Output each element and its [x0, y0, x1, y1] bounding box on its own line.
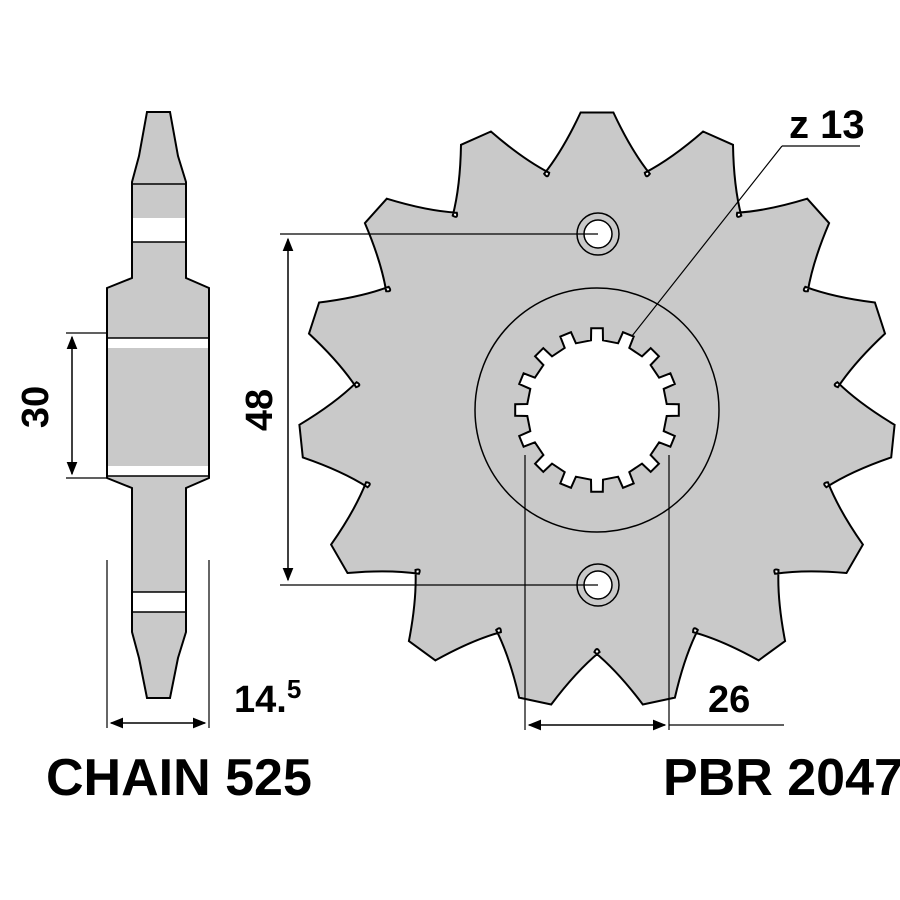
front-view	[298, 111, 896, 706]
chain-label: CHAIN 525	[46, 749, 312, 807]
bore-label: 26	[708, 679, 750, 721]
hub-circle	[474, 287, 720, 533]
profile-highlight	[108, 466, 208, 476]
hole-spacing-label: 48	[239, 389, 281, 431]
side-profile-outline	[106, 111, 210, 699]
hole-spacing-dimension: 48	[239, 233, 598, 586]
bore-dimension: 26	[524, 455, 784, 731]
width-label: 14.5	[234, 674, 301, 721]
mounting-hole-top	[576, 212, 620, 256]
profile-highlight	[108, 338, 208, 348]
teeth-count-label: z 13	[789, 103, 865, 147]
hub-height-dimension: 30	[15, 332, 106, 479]
part-number-label: PBR 2047	[663, 749, 900, 807]
hub-height-label: 30	[15, 386, 57, 428]
side-profile-view	[106, 111, 210, 699]
teeth-callout: z 13	[631, 103, 865, 337]
profile-highlight	[133, 218, 185, 242]
profile-highlight	[133, 592, 185, 612]
sprocket-body	[298, 111, 896, 706]
width-dimension: 14.5	[106, 560, 301, 729]
